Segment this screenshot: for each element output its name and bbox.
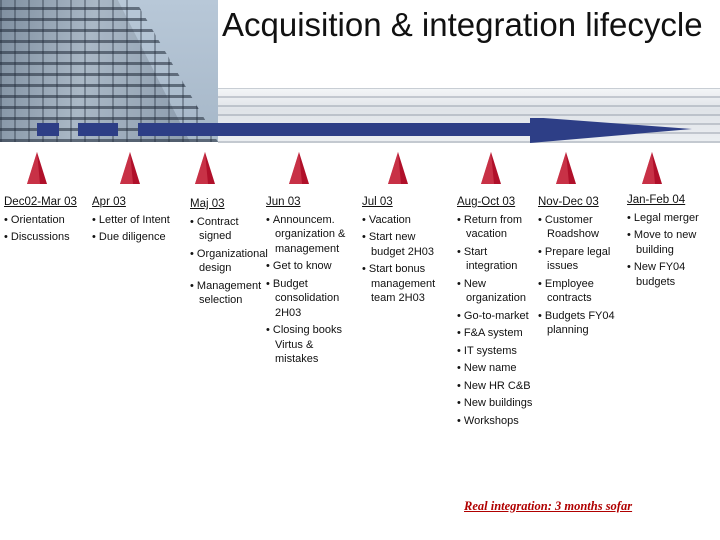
phase-item: Vacation <box>362 213 450 228</box>
footer-note: Real integration: 3 months sofar <box>464 499 633 513</box>
phase-period: Aug-Oct 03 <box>457 196 516 208</box>
milestone-marker-5 <box>388 152 408 184</box>
phase-items: Announcem. organization & management Get… <box>266 213 356 367</box>
phase-item: Employee contracts <box>538 277 620 306</box>
phase-item: Get to know <box>266 259 356 274</box>
phase-item: New FY04 budgets <box>627 260 715 289</box>
milestone-marker-1 <box>27 152 47 184</box>
slide-title: Acquisition & integration lifecycle <box>222 6 703 43</box>
phase-item: New buildings <box>457 396 541 411</box>
phase-item: New name <box>457 361 541 376</box>
building-photo <box>0 0 218 142</box>
timeline-segment-2 <box>78 123 118 136</box>
phase-item: New organization <box>457 277 541 306</box>
phase-column: Jul 03 Vacation Start new budget 2H03 St… <box>362 195 450 309</box>
phase-items: Letter of Intent Due diligence <box>92 213 184 245</box>
phase-item: Legal merger <box>627 211 715 226</box>
phase-column: Dec02-Mar 03 Orientation Discussions <box>4 195 94 248</box>
phase-column: Apr 03 Letter of Intent Due diligence <box>92 195 184 248</box>
milestone-marker-8 <box>642 152 662 184</box>
phase-item: F&A system <box>457 326 541 341</box>
phase-items: Contract signed Organizational design Ma… <box>190 215 272 308</box>
phase-items: Return from vacation Start integration N… <box>457 213 541 429</box>
phase-item: Go-to-market <box>457 309 541 324</box>
phase-item: Move to new building <box>627 228 715 257</box>
milestone-marker-6 <box>481 152 501 184</box>
phase-column: Maj 03 Contract signed Organizational de… <box>190 197 272 311</box>
phase-period: Jun 03 <box>266 196 301 208</box>
milestone-marker-7 <box>556 152 576 184</box>
phase-items: Customer Roadshow Prepare legal issues E… <box>538 213 620 338</box>
phase-item: Organizational design <box>190 247 272 276</box>
phase-item: Budgets FY04 planning <box>538 309 620 338</box>
phase-item: Closing books Virtus & mistakes <box>266 323 356 367</box>
phase-period: Maj 03 <box>190 198 225 210</box>
phase-item: Budget consolidation 2H03 <box>266 277 356 321</box>
phase-period: Dec02-Mar 03 <box>4 196 77 208</box>
phase-column: Aug-Oct 03 Return from vacation Start in… <box>457 195 541 431</box>
phase-item: Due diligence <box>92 230 184 245</box>
phase-item: Discussions <box>4 230 94 245</box>
phase-items: Legal merger Move to new building New FY… <box>627 211 715 290</box>
phase-item: Prepare legal issues <box>538 245 620 274</box>
phase-items: Vacation Start new budget 2H03 Start bon… <box>362 213 450 306</box>
phase-column: Jan-Feb 04 Legal merger Move to new buil… <box>627 193 715 292</box>
phase-item: Announcem. organization & management <box>266 213 356 257</box>
timeline-arrowhead <box>530 118 692 143</box>
phase-items: Orientation Discussions <box>4 213 94 245</box>
phase-period: Jan-Feb 04 <box>627 194 686 206</box>
phase-item: New HR C&B <box>457 379 541 394</box>
milestone-row <box>0 152 720 186</box>
phase-item: IT systems <box>457 344 541 359</box>
milestone-marker-2 <box>120 152 140 184</box>
phase-column: Nov-Dec 03 Customer Roadshow Prepare leg… <box>538 195 620 341</box>
phase-item: Orientation <box>4 213 94 228</box>
timeline-arrow <box>37 118 692 143</box>
phase-item: Return from vacation <box>457 213 541 242</box>
phase-item: Start integration <box>457 245 541 274</box>
phase-item: Management selection <box>190 279 272 308</box>
milestone-marker-4 <box>289 152 309 184</box>
phase-item: Letter of Intent <box>92 213 184 228</box>
phase-item: Start new budget 2H03 <box>362 230 450 259</box>
phase-item: Contract signed <box>190 215 272 244</box>
phase-period: Nov-Dec 03 <box>538 196 599 208</box>
milestone-marker-3 <box>195 152 215 184</box>
phase-column: Jun 03 Announcem. organization & managem… <box>266 195 356 370</box>
phase-item: Start bonus management team 2H03 <box>362 262 450 306</box>
phase-item: Customer Roadshow <box>538 213 620 242</box>
timeline-segment-1 <box>37 123 59 136</box>
timeline-segment-3 <box>138 123 538 136</box>
phase-period: Jul 03 <box>362 196 393 208</box>
phase-period: Apr 03 <box>92 196 126 208</box>
phase-item: Workshops <box>457 414 541 429</box>
